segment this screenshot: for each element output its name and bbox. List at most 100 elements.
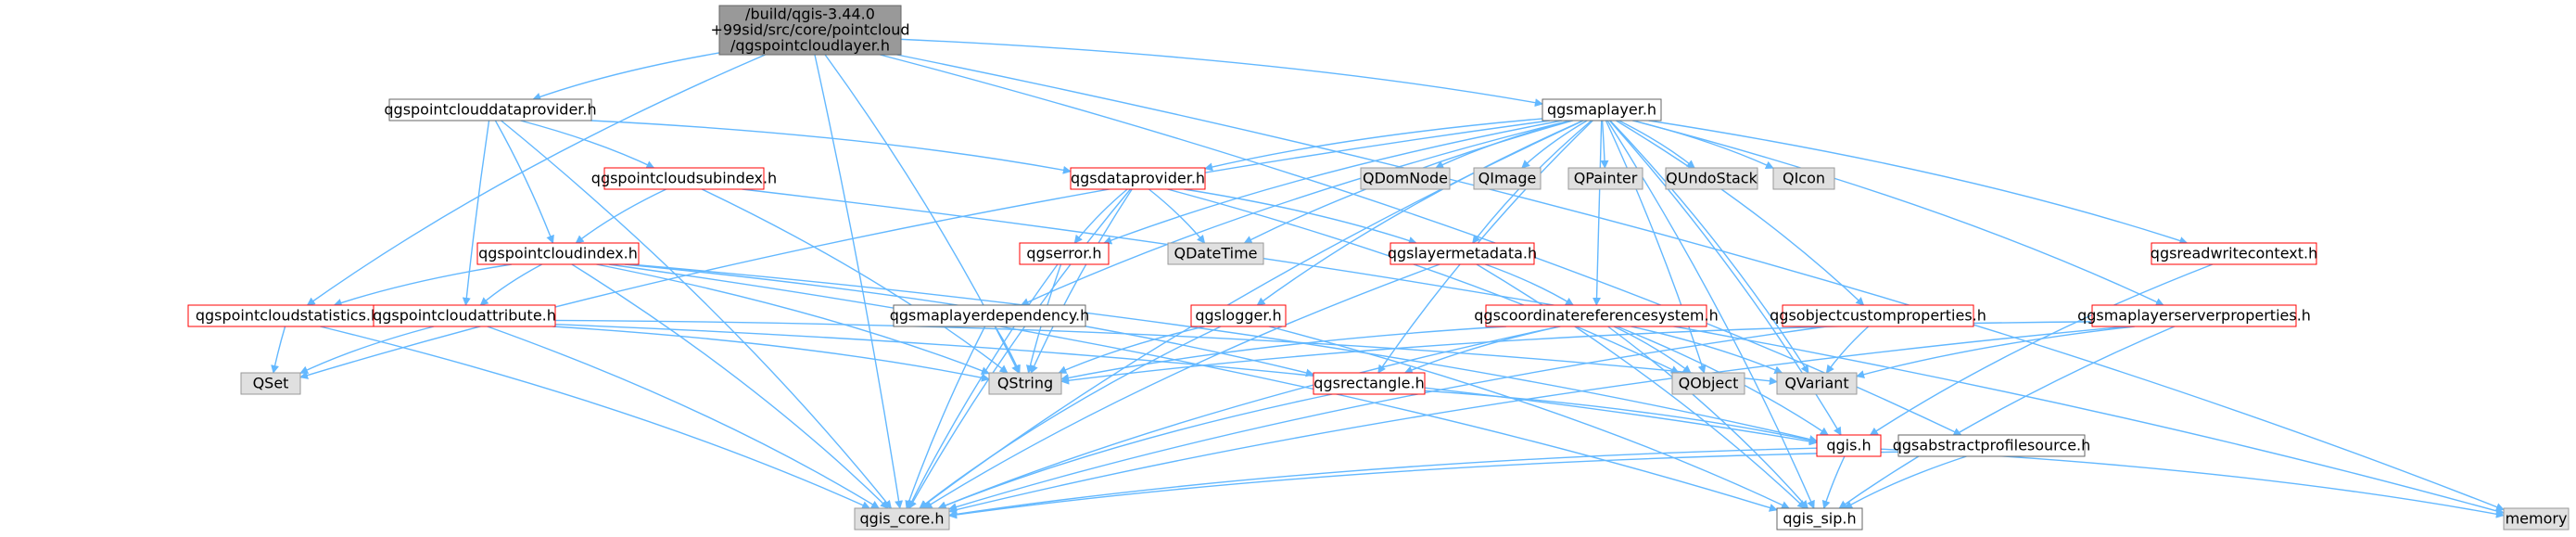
edge-maplayer-to-qobject bbox=[1605, 120, 1707, 374]
node-qobject[interactable]: QObject bbox=[1671, 372, 1745, 395]
node-label-qdomnode: QDomNode bbox=[1363, 170, 1448, 187]
node-box-crs bbox=[1485, 304, 1707, 327]
node-qimage[interactable]: QImage bbox=[1473, 167, 1542, 190]
edge-maplayer-to-qundostack bbox=[1618, 120, 1695, 169]
edge-maplayer-to-dataprovider bbox=[1204, 118, 1543, 172]
node-qset[interactable]: QSet bbox=[240, 372, 301, 395]
edge-mlserverprops-to-qgissip bbox=[1838, 326, 2176, 509]
edge-pcdataprovider-to-dataprovider bbox=[590, 120, 1072, 174]
edge-qgserror-to-qgiscore bbox=[907, 263, 1059, 509]
node-readwritecontext[interactable]: qgsreadwritecontext.h bbox=[2151, 242, 2317, 265]
edge-pcattribute-to-qstring bbox=[552, 326, 990, 382]
edge-pcsubindex-to-memory bbox=[742, 188, 2505, 516]
edge-pcindex-to-pcstatistics bbox=[333, 263, 513, 307]
edge-root-to-maplayer bbox=[900, 38, 1543, 108]
edge-pcattribute-to-qset bbox=[299, 326, 435, 374]
node-qstring[interactable]: QString bbox=[988, 372, 1062, 395]
node-dataprovider[interactable]: qgsdataprovider.h bbox=[1070, 167, 1206, 190]
node-qdomnode[interactable]: QDomNode bbox=[1360, 167, 1451, 190]
edge-mlserverprops-to-qgiscore bbox=[948, 326, 2126, 514]
node-absprofile[interactable]: qgsabstractprofilesource.h bbox=[1893, 434, 2091, 457]
node-label-qpainter: QPainter bbox=[1574, 170, 1638, 187]
node-qgserror[interactable]: qgserror.h bbox=[1019, 242, 1110, 265]
edge-maplayer-to-crs bbox=[1592, 120, 1603, 306]
node-label-maplayer: qgsmaplayer.h bbox=[1547, 101, 1656, 119]
edge-pcindex-to-pcattribute bbox=[479, 263, 542, 306]
node-box-pcdataprovider bbox=[388, 98, 592, 121]
node-mldependency[interactable]: qgsmaplayerdependency.h bbox=[890, 304, 1090, 327]
node-qvariant[interactable]: QVariant bbox=[1776, 372, 1858, 395]
node-qpainter[interactable]: QPainter bbox=[1567, 167, 1643, 190]
node-label-pcindex: qgspointcloudindex.h bbox=[478, 245, 638, 262]
node-label-crs: qgscoordinatereferencesystem.h bbox=[1474, 307, 1718, 325]
node-qgsrectangle[interactable]: qgsrectangle.h bbox=[1313, 372, 1426, 395]
node-box-qgsrectangle bbox=[1313, 372, 1426, 395]
node-root[interactable]: /build/qgis-3.44.0+99sid/src/core/pointc… bbox=[710, 5, 910, 56]
edge-maplayer-to-qgserror bbox=[1103, 120, 1563, 245]
node-label-qimage: QImage bbox=[1478, 170, 1537, 187]
edge-dataprovider-to-qgiscore bbox=[908, 188, 1132, 509]
edge-maplayer-to-mldependency bbox=[1020, 120, 1570, 306]
node-label-qdatetime: QDateTime bbox=[1174, 245, 1258, 262]
node-qdatetime[interactable]: QDateTime bbox=[1167, 242, 1264, 265]
node-box-qgserror bbox=[1019, 242, 1110, 265]
node-crs[interactable]: qgscoordinatereferencesystem.h bbox=[1474, 304, 1719, 327]
node-label-qundostack: QUndoStack bbox=[1666, 170, 1758, 187]
node-pcattribute[interactable]: qgspointcloudattribute.h bbox=[373, 304, 556, 327]
node-label-root: /build/qgis-3.44.0 bbox=[745, 6, 875, 23]
edge-pcindex-to-qgish bbox=[629, 263, 1818, 443]
node-label-qicon: QIcon bbox=[1783, 170, 1825, 187]
edge-maplayer-to-qpainter bbox=[1600, 120, 1609, 169]
node-label-pcattribute: qgspointcloudattribute.h bbox=[373, 307, 556, 325]
node-qgslogger[interactable]: qgslogger.h bbox=[1190, 304, 1287, 327]
node-maplayer[interactable]: qgsmaplayer.h bbox=[1542, 98, 1662, 121]
edge-maplayer-to-mlserverprops bbox=[1631, 120, 2164, 306]
edge-layermetadata-to-qgissip bbox=[1476, 263, 1807, 509]
node-box-memory bbox=[2503, 507, 2570, 531]
node-label-qvariant: QVariant bbox=[1784, 375, 1848, 392]
node-qgissip[interactable]: qgis_sip.h bbox=[1776, 507, 1863, 531]
node-box-qundostack bbox=[1665, 167, 1758, 190]
node-box-absprofile bbox=[1897, 434, 2086, 457]
edge-dataprovider-to-qstring bbox=[1030, 188, 1133, 374]
node-qgiscore[interactable]: qgis_core.h bbox=[854, 507, 950, 531]
node-box-qstring bbox=[988, 372, 1062, 395]
node-qgish[interactable]: qgis.h bbox=[1816, 434, 1882, 457]
node-box-qgish bbox=[1816, 434, 1882, 457]
edge-qgsrectangle-to-qgiscore bbox=[937, 393, 1333, 510]
node-qundostack[interactable]: QUndoStack bbox=[1665, 167, 1758, 190]
node-memory[interactable]: memory bbox=[2503, 507, 2570, 531]
edge-maplayer-to-readwritecontext bbox=[1648, 120, 2189, 245]
node-box-objcustomprops bbox=[1782, 304, 1974, 327]
node-label-pcstatistics: qgspointcloudstatistics.h bbox=[196, 307, 380, 325]
node-box-layermetadata bbox=[1390, 242, 1535, 265]
node-layermetadata[interactable]: qgslayermetadata.h bbox=[1388, 242, 1537, 265]
node-label-layermetadata: qgslayermetadata.h bbox=[1388, 245, 1537, 262]
node-label-pcdataprovider: qgspointclouddataprovider.h bbox=[384, 101, 596, 119]
edge-pcattribute-to-qgish bbox=[554, 323, 1818, 446]
edge-root-to-pcstatistics bbox=[306, 54, 766, 306]
node-pcindex[interactable]: qgspointcloudindex.h bbox=[476, 242, 640, 265]
edge-qgish-to-qgiscore bbox=[948, 447, 1818, 518]
node-objcustomprops[interactable]: qgsobjectcustomproperties.h bbox=[1770, 304, 1986, 327]
edge-root-to-absprofile bbox=[880, 54, 1962, 436]
edge-layermetadata-to-qgiscore bbox=[923, 263, 1440, 509]
edge-pcdataprovider-to-pcindex bbox=[494, 120, 554, 244]
node-pcsubindex[interactable]: qgspointcloudsubindex.h bbox=[591, 167, 777, 190]
node-box-mlserverprops bbox=[2091, 304, 2297, 327]
node-box-qdatetime bbox=[1167, 242, 1264, 265]
node-pcdataprovider[interactable]: qgspointclouddataprovider.h bbox=[384, 98, 597, 121]
node-pcstatistics[interactable]: qgspointcloudstatistics.h bbox=[187, 304, 388, 327]
node-label-qgiscore: qgis_core.h bbox=[860, 510, 945, 529]
edge-root-to-pcdataprovider bbox=[532, 52, 720, 101]
node-label-qstring: QString bbox=[997, 375, 1053, 392]
node-box-qset bbox=[240, 372, 301, 395]
edge-pcstatistics-to-qset bbox=[271, 326, 286, 374]
node-qicon[interactable]: QIcon bbox=[1772, 167, 1835, 190]
edge-crs-to-qstring bbox=[1060, 326, 1507, 382]
edge-mlserverprops-to-qvariant bbox=[1856, 326, 2135, 379]
node-box-pcindex bbox=[476, 242, 640, 265]
node-mlserverprops[interactable]: qgsmaplayerserverproperties.h bbox=[2077, 304, 2311, 327]
edge-crs-to-qgsrectangle bbox=[1403, 326, 1561, 375]
edge-pcdataprovider-to-qgiscore bbox=[501, 120, 892, 509]
